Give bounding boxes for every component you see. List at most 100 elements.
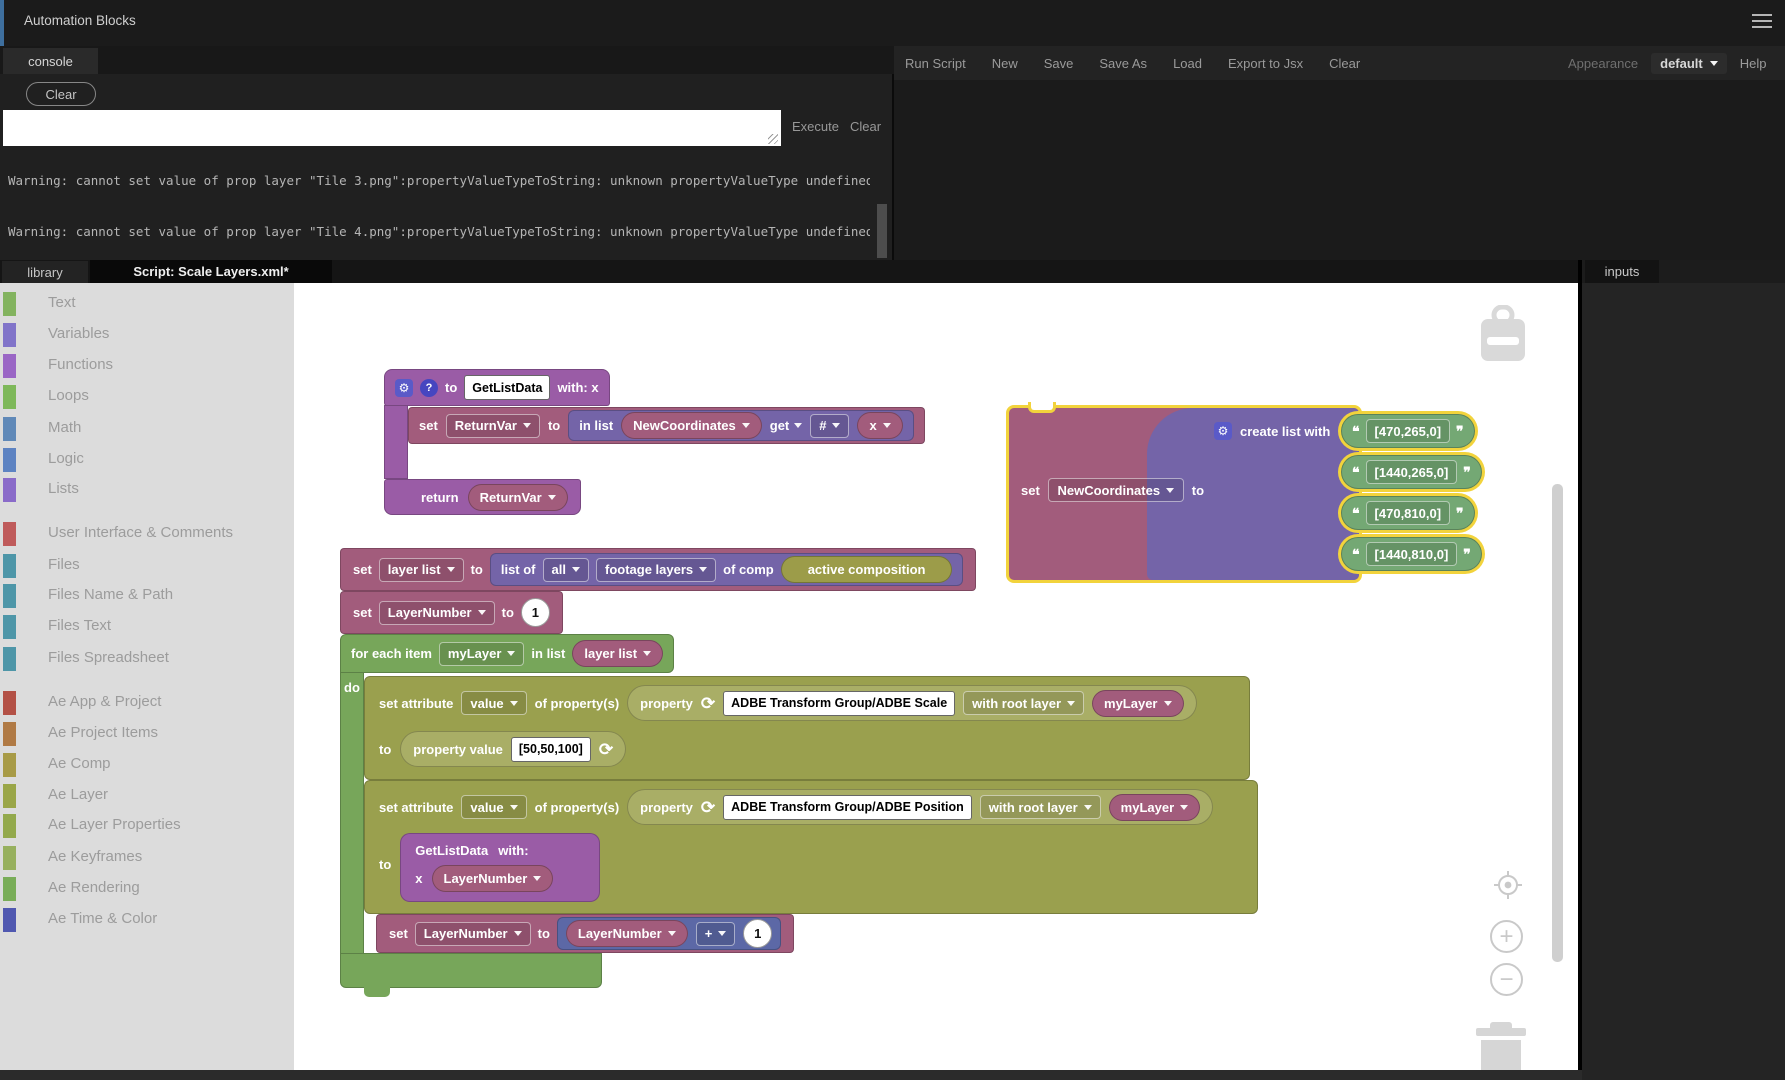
zoom-in-button[interactable]: + xyxy=(1490,920,1523,953)
block-for-each-spine[interactable] xyxy=(340,672,364,954)
with-root-layer-dropdown[interactable]: with root layer xyxy=(963,691,1085,715)
string-value-field[interactable]: [470,810,0] xyxy=(1365,501,1451,525)
block-property-position[interactable]: property ADBE Transform Group/ADBE Posit… xyxy=(627,789,1214,825)
console-execute-button[interactable]: Execute xyxy=(792,119,839,134)
layernumber-dropdown[interactable]: LayerNumber xyxy=(414,921,531,946)
zoom-reset-crosshair-icon[interactable] xyxy=(1494,871,1522,899)
block-string-value[interactable]: [1440,265,0] xyxy=(1341,455,1482,489)
block-getlistdata-call[interactable]: GetListData with: x LayerNumber xyxy=(400,833,601,902)
block-number-one[interactable]: 1 xyxy=(743,919,773,948)
property-path-field[interactable]: ADBE Transform Group/ADBE Scale xyxy=(723,690,956,716)
value-dropdown[interactable]: value xyxy=(461,691,527,715)
block-arithmetic-add[interactable]: LayerNumber + 1 xyxy=(556,917,782,950)
toolbox-category-files-spreadsheet[interactable]: Files Spreadsheet xyxy=(0,646,294,672)
gear-icon[interactable] xyxy=(395,378,413,397)
tab-inputs[interactable]: inputs xyxy=(1585,260,1659,283)
block-active-composition[interactable]: active composition xyxy=(780,556,953,583)
layernumber-pill[interactable]: LayerNumber xyxy=(565,920,688,947)
layer-list-pill[interactable]: layer list xyxy=(572,640,664,667)
menu-clear[interactable]: Clear xyxy=(1329,55,1361,71)
get-dropdown[interactable]: get xyxy=(770,418,803,433)
menu-save[interactable]: Save xyxy=(1043,55,1074,71)
block-string-value[interactable]: [470,810,0] xyxy=(1341,496,1475,530)
block-for-each-header[interactable]: for each item myLayer in list layer list xyxy=(340,634,675,673)
block-set-layernumber[interactable]: set LayerNumber to 1 xyxy=(340,591,563,634)
mylayer-dropdown[interactable]: myLayer xyxy=(438,641,525,666)
block-property-value[interactable]: property value [50,50,100] xyxy=(400,731,627,767)
toolbox-category-loops[interactable]: Loops xyxy=(0,384,294,410)
block-number-one[interactable]: 1 xyxy=(520,598,550,627)
menu-save-as[interactable]: Save As xyxy=(1099,55,1148,71)
property-path-field[interactable]: ADBE Transform Group/ADBE Position xyxy=(723,794,972,820)
toolbox-category-ae-layer-properties[interactable]: Ae Layer Properties xyxy=(0,813,294,839)
layernumber-dropdown[interactable]: LayerNumber xyxy=(378,600,495,625)
function-name-field[interactable]: GetListData xyxy=(464,375,551,400)
toolbox-category-logic[interactable]: Logic xyxy=(0,447,294,473)
block-create-list-with[interactable] xyxy=(1147,408,1359,580)
block-set-returnvar[interactable]: set ReturnVar to in list NewCoordinates … xyxy=(408,407,925,444)
block-for-each-footer[interactable] xyxy=(340,953,602,988)
returnvar-pill[interactable]: ReturnVar xyxy=(467,483,568,511)
block-set-layer-list[interactable]: set layer list to list of all footage la… xyxy=(340,548,977,591)
toolbox-category-math[interactable]: Math xyxy=(0,416,294,442)
block-string-value[interactable]: [470,265,0] xyxy=(1341,414,1475,448)
workspace-vertical-scrollbar[interactable] xyxy=(1552,484,1563,962)
block-property-scale[interactable]: property ADBE Transform Group/ADBE Scale… xyxy=(627,685,1197,721)
mylayer-pill[interactable]: myLayer xyxy=(1092,689,1184,717)
tab-library[interactable]: library xyxy=(2,261,88,283)
toolbox-category-ae-layer[interactable]: Ae Layer xyxy=(0,783,294,809)
menu-export-to-jsx[interactable]: Export to Jsx xyxy=(1227,55,1304,71)
toolbox-category-ae-project-items[interactable]: Ae Project Items xyxy=(0,721,294,747)
refresh-icon[interactable] xyxy=(599,741,613,758)
all-dropdown[interactable]: all xyxy=(542,557,589,582)
block-workspace-canvas[interactable]: to GetListData with: x set ReturnVar to … xyxy=(294,283,1582,1070)
toolbox-category-text[interactable]: Text xyxy=(0,291,294,317)
console-clear-button[interactable]: Clear xyxy=(26,82,96,106)
block-increment-layernumber[interactable]: set LayerNumber to LayerNumber + 1 xyxy=(376,914,795,953)
toolbox-category-variables[interactable]: Variables xyxy=(0,322,294,348)
trash-icon[interactable] xyxy=(1475,1022,1527,1070)
toolbox-category-files-text[interactable]: Files Text xyxy=(0,614,294,640)
string-value-field[interactable]: [470,265,0] xyxy=(1365,419,1451,443)
block-function-def-return[interactable]: return ReturnVar xyxy=(384,479,581,515)
gear-icon[interactable] xyxy=(1214,422,1232,440)
input-resize-grip[interactable] xyxy=(768,134,778,144)
toolbox-category-files[interactable]: Files xyxy=(0,553,294,579)
block-list-of-layers[interactable]: list of all footage layers of comp activ… xyxy=(489,553,964,586)
block-function-def-spine[interactable] xyxy=(384,405,408,479)
block-set-newcoordinates-selected[interactable]: create list with set NewCoordinates to xyxy=(1006,405,1362,583)
hamburger-menu-icon[interactable] xyxy=(1752,14,1772,28)
returnvar-dropdown[interactable]: ReturnVar xyxy=(445,413,540,438)
string-value-field[interactable]: [1440,810,0] xyxy=(1365,542,1458,566)
block-set-attribute-scale[interactable]: set attribute value of property(s) prope… xyxy=(364,676,1250,780)
toolbox-category-functions[interactable]: Functions xyxy=(0,353,294,379)
operator-dropdown[interactable]: + xyxy=(695,921,736,946)
console-exec-clear-button[interactable]: Clear xyxy=(850,119,882,134)
menu-load[interactable]: Load xyxy=(1173,55,1202,71)
zoom-out-button[interactable]: − xyxy=(1490,963,1523,996)
layer-list-dropdown[interactable]: layer list xyxy=(378,557,464,582)
property-value-field[interactable]: [50,50,100] xyxy=(510,736,591,762)
mylayer-pill[interactable]: myLayer xyxy=(1108,793,1201,821)
toolbox-category-ae-time-color[interactable]: Ae Time & Color xyxy=(0,907,294,933)
workspace-bottom-scroll-area[interactable] xyxy=(0,1070,1582,1080)
console-tab[interactable]: console xyxy=(3,48,98,74)
toolbox-category-ae-comp[interactable]: Ae Comp xyxy=(0,752,294,778)
console-scrollbar[interactable] xyxy=(877,204,887,258)
toolbox-category-ui-comments[interactable]: User Interface & Comments xyxy=(0,521,294,547)
with-root-layer-dropdown[interactable]: with root layer xyxy=(979,795,1101,819)
block-string-value[interactable]: [1440,810,0] xyxy=(1341,537,1482,571)
toolbox-category-ae-keyframes[interactable]: Ae Keyframes xyxy=(0,845,294,871)
console-command-input[interactable] xyxy=(3,110,781,146)
toolbox-category-ae-rendering[interactable]: Ae Rendering xyxy=(0,876,294,902)
help-icon[interactable] xyxy=(420,378,438,397)
block-set-attribute-position[interactable]: set attribute value of property(s) prope… xyxy=(364,780,1258,914)
x-var-pill[interactable]: x xyxy=(857,412,903,439)
tab-script[interactable]: Script: Scale Layers.xml* xyxy=(90,260,332,283)
refresh-icon[interactable] xyxy=(701,695,715,712)
appearance-dropdown[interactable]: default xyxy=(1651,52,1727,74)
toolbox-category-ae-app-project[interactable]: Ae App & Project xyxy=(0,690,294,716)
backpack-icon[interactable] xyxy=(1474,305,1532,365)
block-in-list-get[interactable]: in list NewCoordinates get # x xyxy=(568,410,914,441)
index-mode-dropdown[interactable]: # xyxy=(810,413,850,438)
